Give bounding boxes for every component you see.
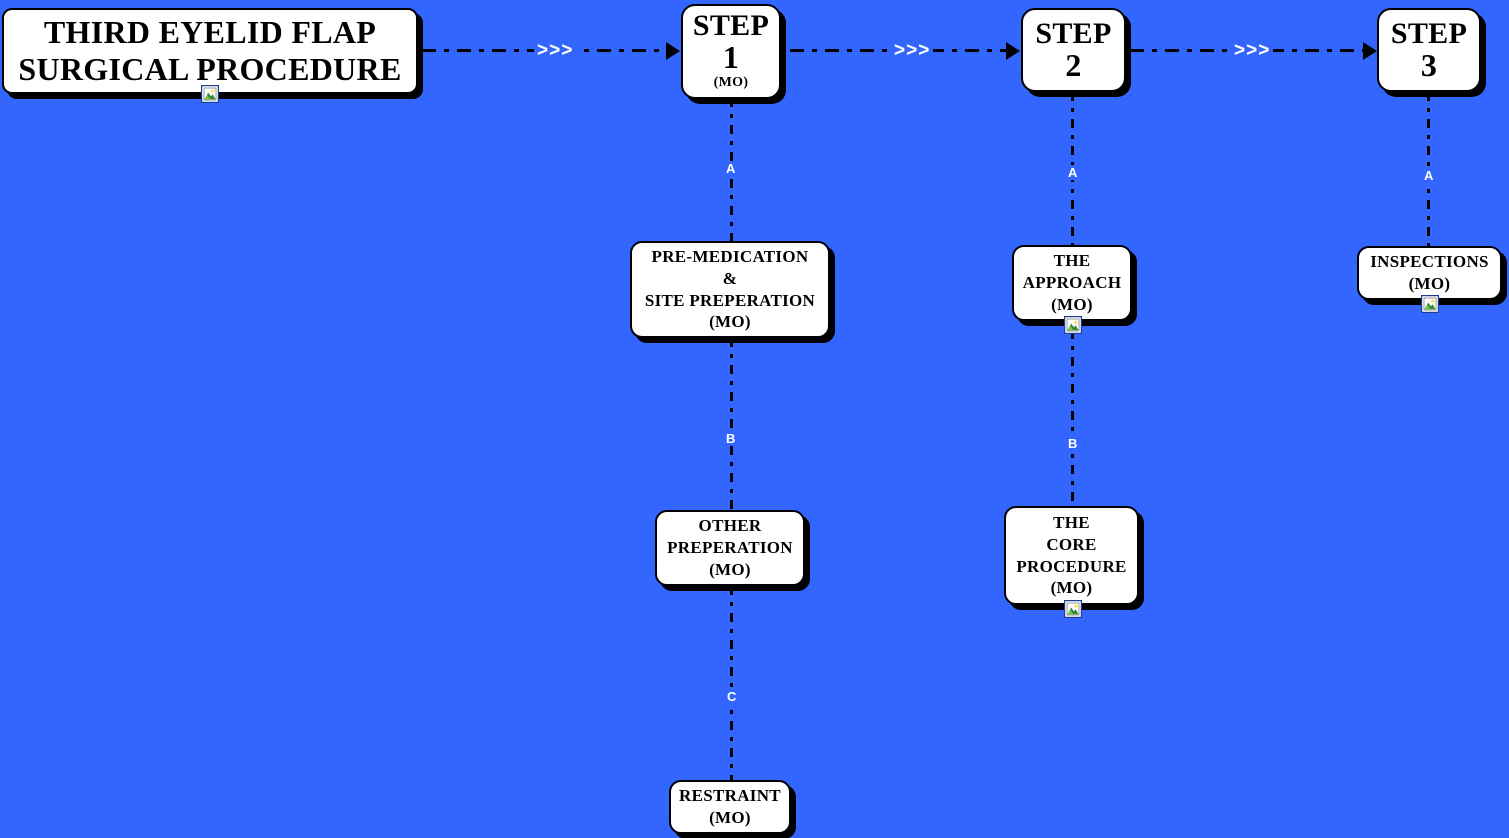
premedication-line-3: SITE PREPERATION <box>644 290 816 310</box>
approach-line-1: THE <box>1053 251 1091 271</box>
step-1-mo: (MO) <box>713 75 749 91</box>
core-procedure-line-1: THE <box>1053 513 1090 532</box>
connector-label-step-2-to-approach: A <box>1066 165 1080 180</box>
arrow-head-step-1-to-step-2 <box>1006 42 1020 60</box>
connector-label-step-1-to-step-2: >>> <box>891 41 934 60</box>
inspections-line-2: (MO) <box>1408 274 1451 293</box>
step-1-word: STEP <box>692 9 770 43</box>
picture-icon[interactable] <box>1064 316 1082 334</box>
premedication-line-1: PRE-MEDICATION <box>651 247 809 266</box>
approach-line-3: (MO) <box>1051 294 1093 314</box>
arrow-head-step-2-to-step-3 <box>1363 42 1377 60</box>
other-preperation-line-3: (MO) <box>709 559 751 579</box>
picture-icon[interactable] <box>1064 600 1082 618</box>
node-pre-medication-site-preperation[interactable]: PRE-MEDICATION & SITE PREPERATION (MO) <box>630 241 830 338</box>
connector-approach-to-core-procedure <box>1071 330 1074 510</box>
step-2-number: 2 <box>1065 47 1082 83</box>
node-step-2[interactable]: STEP 2 <box>1021 8 1126 92</box>
node-the-approach[interactable]: THE APPROACH (MO) <box>1012 245 1132 321</box>
approach-line-2: APPROACH <box>1022 273 1122 293</box>
picture-icon[interactable] <box>201 85 219 103</box>
node-step-1[interactable]: STEP 1 (MO) <box>681 4 781 99</box>
node-the-core-procedure[interactable]: THE CORE PROCEDURE (MO) <box>1004 506 1139 605</box>
other-preperation-line-1: OTHER <box>698 516 762 536</box>
connector-label-premedication-to-other-preperation: B <box>724 431 738 446</box>
title-line-2: SURGICAL PROCEDURE <box>18 51 402 87</box>
premedication-line-2: & <box>722 268 738 288</box>
node-title-third-eyelid-flap-surgical-procedure[interactable]: THIRD EYELID FLAP SURGICAL PROCEDURE <box>2 8 418 94</box>
connector-label-title-to-step-1: >>> <box>534 41 577 60</box>
title-line-1: THIRD EYELID FLAP <box>43 13 377 50</box>
other-preperation-line-2: PREPERATION <box>667 538 793 558</box>
connector-other-preperation-to-restraint <box>730 586 733 781</box>
node-other-preperation[interactable]: OTHER PREPERATION (MO) <box>655 510 805 586</box>
connector-label-approach-to-core-procedure: B <box>1066 436 1080 451</box>
picture-icon[interactable] <box>1421 295 1439 313</box>
step-3-number: 3 <box>1420 47 1438 83</box>
node-restraint[interactable]: RESTRAINT (MO) <box>669 780 791 834</box>
step-3-word: STEP <box>1390 17 1468 50</box>
inspections-line-1: INSPECTIONS <box>1370 252 1489 272</box>
node-step-3[interactable]: STEP 3 <box>1377 8 1481 92</box>
node-inspections[interactable]: INSPECTIONS (MO) <box>1357 246 1502 300</box>
restraint-line-1: RESTRAINT <box>679 786 781 806</box>
core-procedure-line-2: CORE <box>1046 534 1097 554</box>
step-1-number: 1 <box>722 39 740 76</box>
core-procedure-line-3: PROCEDURE <box>1016 556 1127 576</box>
connector-premedication-to-other-preperation <box>730 338 733 511</box>
connector-label-step-2-to-step-3: >>> <box>1231 41 1274 60</box>
connector-label-other-preperation-to-restraint: C <box>725 689 739 704</box>
restraint-line-2: (MO) <box>709 808 751 827</box>
step-2-word: STEP <box>1035 17 1112 50</box>
core-procedure-line-4: (MO) <box>1050 578 1093 598</box>
premedication-line-4: (MO) <box>709 312 751 332</box>
connector-label-step-3-to-inspections: A <box>1422 168 1436 183</box>
connector-label-step-1-to-premedication: A <box>724 161 738 176</box>
arrow-head-title-to-step-1 <box>666 42 680 60</box>
